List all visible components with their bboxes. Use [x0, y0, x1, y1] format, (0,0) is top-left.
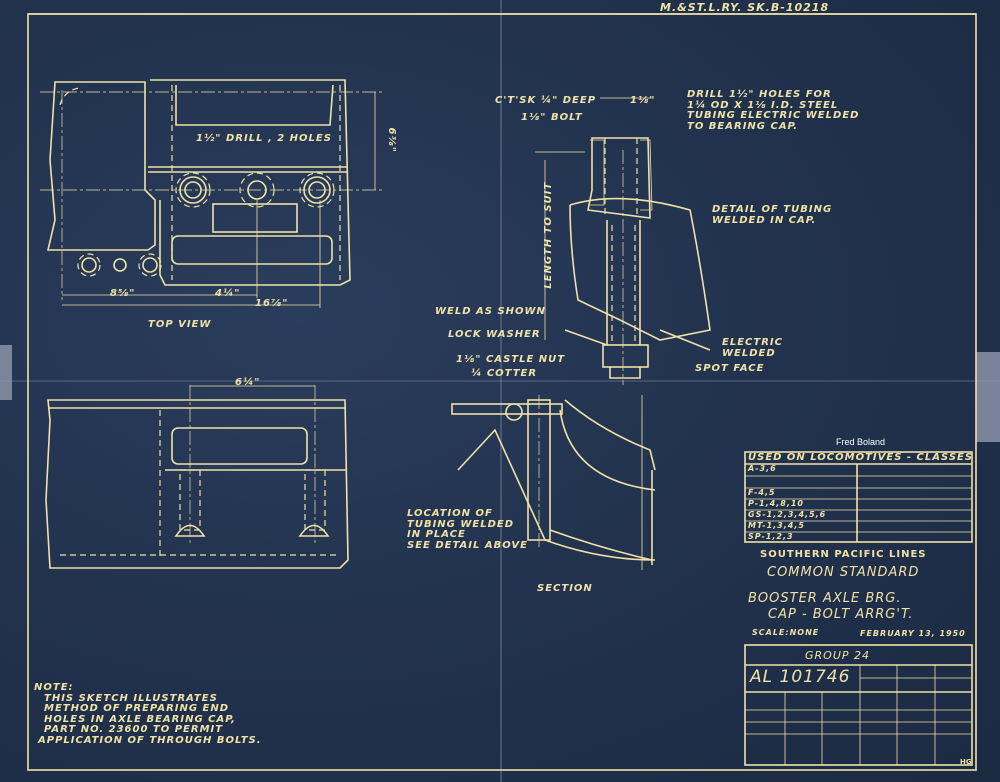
- used-on-header: USED ON LOCOMOTIVES - CLASSES: [748, 452, 974, 463]
- section-note-line: TUBING WELDED: [407, 518, 515, 530]
- note-line: HOLES IN AXLE BEARING CAP,: [44, 713, 236, 725]
- detail-drawing: [535, 97, 711, 385]
- drill-note-detail: DRILL 1½" HOLES FOR 1¼ OD X 1⅛ I.D. STEE…: [687, 89, 860, 132]
- countersink-label: C'T'SK ¼" DEEP: [495, 95, 597, 106]
- bore-dim: 1⅛": [630, 95, 656, 106]
- class-row: MT-1,3,4,5: [748, 521, 805, 530]
- sketch-number: M.&ST.L.RY. SK.B-10218: [660, 1, 830, 14]
- detail-title-line: DETAIL OF TUBING: [712, 204, 833, 215]
- spot-face-label: SPOT FACE: [695, 363, 765, 374]
- top-view-title: TOP VIEW: [148, 319, 212, 330]
- castle-nut-label: 1⅛" CASTLE NUT: [456, 354, 566, 365]
- dim-b: 4¼": [215, 288, 241, 299]
- detail-title: DETAIL OF TUBING WELDED IN CAP.: [712, 204, 833, 226]
- section-note-line: SEE DETAIL ABOVE: [407, 539, 528, 551]
- note-line: APPLICATION OF THROUGH BOLTS.: [38, 734, 262, 746]
- initials: HG: [960, 758, 972, 766]
- class-row: A-3,6: [748, 464, 777, 473]
- electric-welded-line: WELDED: [722, 347, 776, 359]
- dim-height: 6⅜": [386, 127, 398, 154]
- weld-label: WELD AS SHOWN: [435, 306, 546, 317]
- section-note-line: LOCATION OF: [407, 508, 493, 519]
- scale: SCALE:NONE: [752, 628, 820, 637]
- fold-crease-vertical: [500, 0, 502, 782]
- dim-a: 8⅝": [110, 288, 136, 299]
- note-line: PART NO. 23600 TO PERMIT: [44, 724, 224, 735]
- part-title-line-1: BOOSTER AXLE BRG.: [748, 591, 902, 606]
- front-view-drawing: [45, 385, 349, 569]
- section-note: LOCATION OF TUBING WELDED IN PLACE SEE D…: [407, 508, 528, 551]
- note-heading: NOTE:: [34, 682, 74, 693]
- note-line: METHOD OF PREPARING END: [44, 703, 230, 714]
- title-block-linework: [744, 451, 973, 766]
- cotter-label: ¼ COTTER: [471, 368, 538, 379]
- electric-welded-label: ELECTRIC WELDED: [722, 337, 783, 359]
- section-note-line: IN PLACE: [407, 529, 466, 540]
- group: GROUP 24: [805, 649, 871, 662]
- masking-tape-right: [976, 352, 1000, 442]
- note-line: THIS SKETCH ILLUSTRATES: [44, 692, 218, 704]
- masking-tape-left: [0, 345, 12, 400]
- length-to-suit: LENGTH TO SUIT: [543, 181, 555, 289]
- drawing-number: AL 101746: [750, 667, 851, 687]
- drill-note-line: DRILL 1½" HOLES FOR: [687, 89, 832, 100]
- lock-washer-label: LOCK WASHER: [448, 329, 541, 340]
- class-row: SP-1,2,3: [748, 532, 794, 541]
- note-block: NOTE: THIS SKETCH ILLUSTRATES METHOD OF …: [34, 682, 262, 746]
- drill-note-line: TO BEARING CAP.: [687, 120, 799, 132]
- signature: Fred Boland: [836, 437, 886, 447]
- drill-note-top-view: 1½" DRILL , 2 HOLES: [196, 133, 332, 144]
- class-row: F-4,5: [748, 488, 776, 497]
- drill-note-line: TUBING ELECTRIC WELDED: [687, 110, 860, 121]
- class-row: P-1,4,8,10: [748, 499, 804, 508]
- electric-welded-line: ELECTRIC: [722, 337, 783, 348]
- detail-title-line: WELDED IN CAP.: [712, 214, 817, 226]
- railroad-name: SOUTHERN PACIFIC LINES: [760, 549, 927, 560]
- part-title-line-2: CAP - BOLT ARRG'T.: [768, 607, 914, 622]
- date: FEBRUARY 13, 1950: [860, 629, 966, 638]
- section-title: SECTION: [537, 583, 593, 594]
- dim-c: 16⅞": [255, 298, 289, 309]
- drill-note-line: 1¼ OD X 1⅛ I.D. STEEL: [687, 99, 839, 111]
- class-row: GS-1,2,3,4,5,6: [748, 510, 827, 519]
- section-drawing: [451, 395, 656, 570]
- dim-front-top: 6¼": [235, 377, 261, 388]
- bolt-label: 1⅛" BOLT: [521, 112, 583, 123]
- common-standard: COMMON STANDARD: [767, 565, 920, 580]
- top-view-drawing: [40, 79, 385, 308]
- fold-crease-horizontal: [0, 380, 1000, 382]
